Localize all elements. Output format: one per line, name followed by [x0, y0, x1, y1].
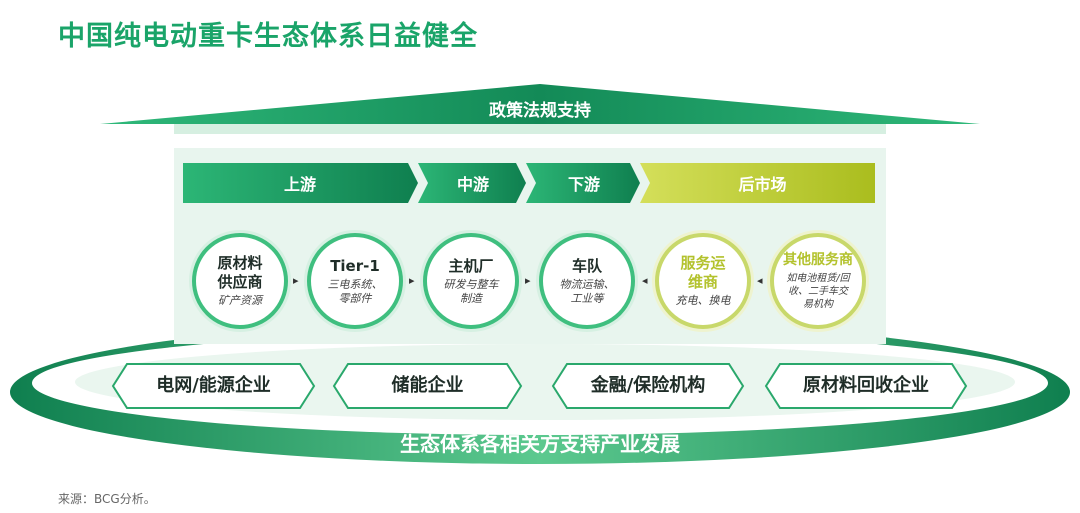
node-other-service: 其他服务商 如电池租赁/回 收、二手车交 易机构 [770, 233, 866, 329]
arrow-left-icon: ◂ [642, 274, 648, 287]
ecosystem-finance: 金融/保险机构 [590, 375, 706, 396]
arrow-right-icon: ▸ [525, 274, 531, 287]
node-service-operator: 服务运 维商 充电、换电 [655, 233, 751, 329]
node-name: 车队 [571, 256, 602, 275]
node-tier1: Tier-1 三电系统、 零部件 [307, 233, 403, 329]
policy-label: 政策法规支持 [489, 101, 591, 121]
node-desc: 物流运输、 工业等 [559, 277, 615, 305]
node-name: 主机厂 [448, 256, 494, 275]
ecosystem-support-label: 生态体系各相关方支持产业发展 [400, 432, 680, 456]
stage-upstream [183, 163, 418, 203]
stage-downstream [526, 163, 640, 203]
stage-label-aftermarket: 后市场 [738, 175, 787, 194]
node-desc: 充电、换电 [675, 294, 731, 307]
ecosystem-recycling: 原材料回收企业 [803, 375, 929, 396]
node-oem: 主机厂 研发与整车 制造 [423, 233, 519, 329]
stage-label-midstream: 中游 [456, 175, 489, 194]
node-raw-material-supplier: 原材料 供应商 矿产资源 [192, 233, 288, 329]
node-desc: 矿产资源 [218, 294, 262, 307]
ecosystem-storage: 储能企业 [391, 375, 464, 396]
node-desc: 研发与整车 制造 [443, 277, 499, 305]
hex-storage [332, 363, 523, 409]
hex-finance [551, 363, 745, 409]
node-name: 服务运 维商 [680, 254, 726, 291]
stage-label-downstream: 下游 [567, 175, 600, 194]
arrow-left-icon: ◂ [757, 274, 763, 287]
arrow-right-icon: ▸ [293, 274, 299, 287]
source-note: 来源：BCG分析。 [58, 492, 156, 506]
arrow-right-icon: ▸ [409, 274, 415, 287]
hex-recycling [764, 363, 968, 409]
node-fleet: 车队 物流运输、 工业等 [539, 233, 635, 329]
node-desc: 如电池租赁/回 收、二手车交 易机构 [786, 273, 850, 310]
node-desc: 三电系统、 零部件 [327, 277, 383, 305]
node-name: 其他服务商 [783, 252, 853, 268]
policy-roof [100, 84, 980, 124]
hex-grid-energy [111, 363, 316, 409]
page-title: 中国纯电动重卡生态体系日益健全 [58, 21, 478, 52]
stage-midstream [418, 163, 526, 203]
stage-aftermarket [640, 163, 875, 203]
ecosystem-grid-energy: 电网/能源企业 [156, 375, 271, 396]
node-name: Tier-1 [330, 256, 380, 275]
node-name: 原材料 供应商 [217, 254, 263, 291]
stage-label-upstream: 上游 [283, 175, 316, 194]
